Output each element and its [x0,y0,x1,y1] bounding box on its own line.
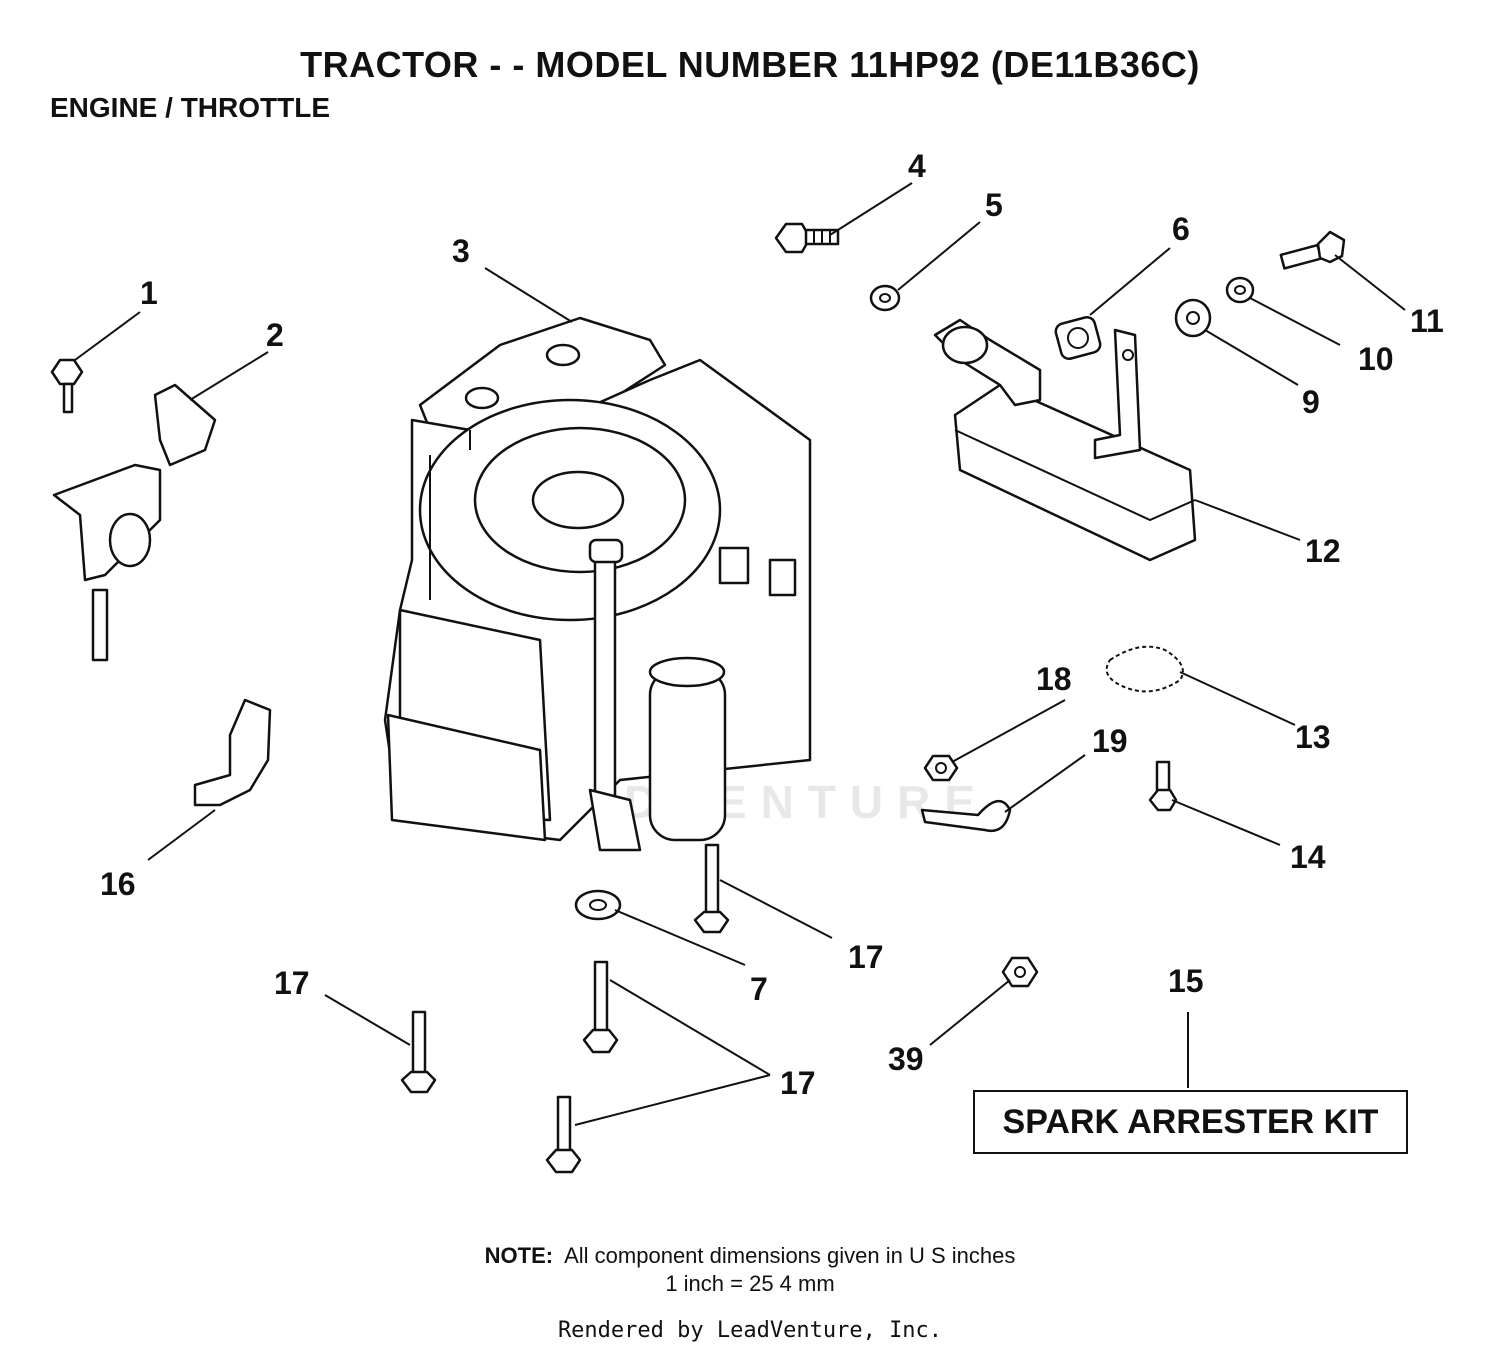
callout-19: 19 [1092,723,1128,759]
part-3-engine[interactable] [383,316,812,852]
part-14-screw[interactable] [1148,760,1178,812]
callout-9: 9 [1302,384,1320,420]
callout-6: 6 [1172,211,1190,247]
callout-14: 14 [1290,839,1326,875]
dimensions-note: NOTE: All component dimensions given in … [0,1242,1500,1298]
part-13-spark-screen[interactable] [1105,645,1184,693]
part-17-bolt-b[interactable] [400,1010,437,1094]
leader-lines [74,182,1406,1126]
callout-15: 15 [1168,963,1204,999]
callout-17-left: 17 [274,965,310,1001]
callout-18: 18 [1036,661,1072,697]
note-conversion: 1 inch = 25 4 mm [665,1271,835,1296]
callout-16: 16 [100,866,136,902]
part-9-washer[interactable] [1174,298,1212,338]
callout-7: 7 [750,971,768,1007]
callout-17-lower: 17 [780,1065,816,1101]
part-7-star-washer[interactable] [574,889,622,921]
note-label: NOTE: [484,1243,554,1268]
part-5-lock-washer[interactable] [869,284,901,312]
part-16-bracket[interactable] [193,698,272,807]
footer-credit: Rendered by LeadVenture, Inc. [557,1318,943,1343]
page-title: TRACTOR - - MODEL NUMBER 11HP92 (DE11B36… [300,44,1200,85]
callout-39: 39 [888,1041,924,1077]
callout-11: 11 [1410,303,1444,339]
callout-1: 1 [140,275,158,311]
section-subtitle: ENGINE / THROTTLE [50,92,330,123]
callout-4: 4 [908,148,926,184]
part-12-muffler[interactable] [933,318,1197,562]
spark-arrester-kit-label[interactable]: SPARK ARRESTER KIT [973,1090,1408,1154]
part-17-bolt-c[interactable] [582,960,619,1054]
part-18-nut[interactable] [923,754,959,782]
callout-5: 5 [985,187,1003,223]
part-11-bolt[interactable] [1279,230,1346,270]
part-17-bolt-d[interactable] [545,1095,582,1174]
part-2-throttle-control[interactable] [52,383,217,662]
callout-12: 12 [1305,533,1341,569]
callout-10: 10 [1358,341,1394,377]
part-1-screw[interactable] [50,358,84,414]
part-4-bolt[interactable] [774,222,840,254]
note-text: All component dimensions given in U S in… [564,1243,1016,1268]
part-10-lock-washer[interactable] [1225,276,1255,304]
callout-17-upper: 17 [848,939,884,975]
callout-numbers: 1 2 3 4 5 6 9 10 11 12 13 14 15 16 7 17 … [100,148,1444,1101]
callout-3: 3 [452,233,470,269]
part-39-nut[interactable] [1001,956,1039,988]
part-17-bolt-a[interactable] [693,843,730,934]
callout-2: 2 [266,317,284,353]
part-6-gasket[interactable] [1054,315,1102,361]
part-19-clamp[interactable] [920,800,1012,833]
callout-13: 13 [1295,719,1331,755]
